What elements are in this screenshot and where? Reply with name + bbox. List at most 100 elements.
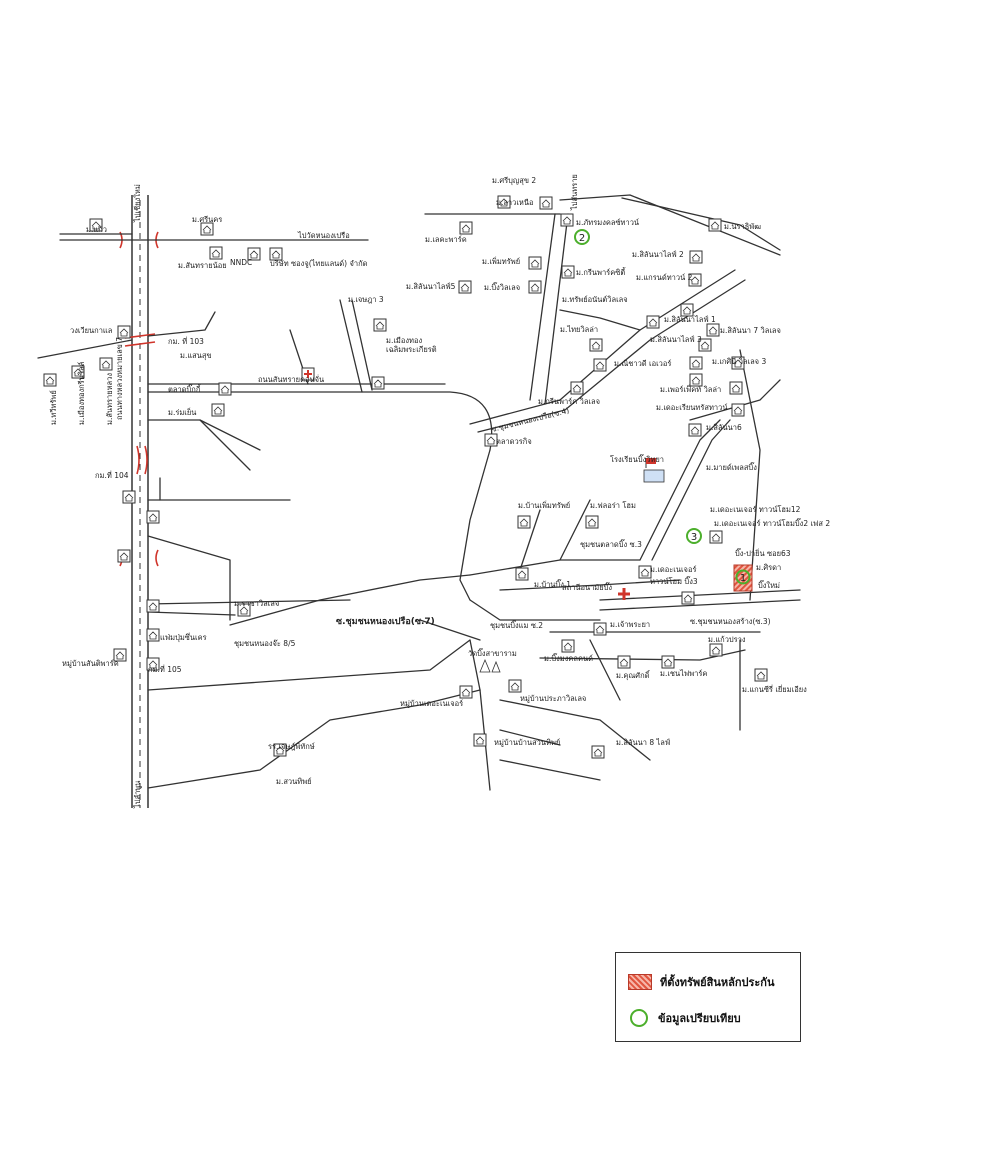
comparable-number-3: 3 bbox=[691, 532, 697, 543]
label-m-nanthavan: ม.ณิชาวดี เอเวอร์ bbox=[614, 359, 671, 368]
house-icon bbox=[560, 213, 574, 227]
label-community3b: ซ.ชุมชนหนองสร้าง(ซ.3) bbox=[690, 617, 771, 626]
label-m-lekhanet: ม.เดอะเนเจอร์ bbox=[650, 565, 696, 574]
label-km103: กม. ที่ 103 bbox=[168, 336, 204, 346]
label-bing-road: บิ๊ง-ปายิ่น ซอย63 bbox=[735, 548, 791, 558]
label-m-khuphiphat: ม.คุณศักดิ์ bbox=[616, 670, 651, 680]
label-m-phumtharot: ม.เพิ่มทรัพย์ bbox=[482, 256, 520, 266]
house-icon bbox=[706, 323, 720, 337]
house-icon bbox=[459, 221, 473, 235]
label-road-nongpruer: ซ.ชุมชนหนองเปรือ(ซ.4) bbox=[490, 406, 570, 434]
house-icon bbox=[709, 643, 723, 657]
house-icon bbox=[689, 356, 703, 370]
house-icon bbox=[459, 685, 473, 699]
circle-icon bbox=[630, 1009, 648, 1027]
legend-comparable-row: ข้อมูลเปรียบเทียบ bbox=[628, 1009, 741, 1027]
red-cross-icon bbox=[301, 367, 315, 381]
house-icon bbox=[146, 510, 160, 524]
label-m-supphiny: ม.ทรัพย์อนันต์วิลเลจ bbox=[562, 295, 628, 304]
label-market-thip: ตลาดวรกิจ bbox=[496, 437, 532, 446]
label-m-thip: ม.สันทรายหลวง bbox=[105, 373, 114, 425]
label-m-greenview: ม.แกนซีรี่ เยี่ยมเอียง bbox=[742, 684, 807, 694]
label-m-lanna8: ม.สิลันนา 8 ไลฟ์ bbox=[616, 738, 670, 747]
house-icon bbox=[709, 530, 723, 544]
house-icon bbox=[589, 338, 603, 352]
legend-subject-label: ที่ตั้งทรัพย์สินหลักประกัน bbox=[660, 976, 775, 989]
label-m-bingvillage: ม.บิ๊งวิลเลจ bbox=[484, 282, 520, 292]
label-m-kaset3: ม.เกศินี วิลเลจ 3 bbox=[712, 357, 766, 366]
label-m-kaewpong: ม.แก้วปราง bbox=[708, 635, 746, 644]
label-m-banthanya: หมู่บ้านประภาวิลเลจ bbox=[520, 694, 586, 703]
house-icon bbox=[585, 515, 599, 529]
house-icon bbox=[373, 318, 387, 332]
house-icon bbox=[539, 196, 553, 210]
label-soi85: ชุมชนหนองจ๊ะ 8/5 bbox=[234, 639, 296, 648]
comparable-markers bbox=[574, 229, 751, 585]
label-m-lanna7: ม.สิลันนา 7 วิลเลจ bbox=[720, 326, 781, 335]
label-m-lanna-life1: ม.สิลันนาไลฟ์ 1 bbox=[664, 315, 716, 324]
house-icon bbox=[458, 280, 472, 294]
label-wat-bing: วัดบิ๊งสาขาราม bbox=[468, 648, 517, 658]
map-legend: ที่ตั้งทรัพย์สินหลักประกัน ข้อมูลเปรียบเ… bbox=[615, 952, 801, 1042]
label-bottom-left: ไปลำพูน bbox=[133, 781, 142, 809]
house-icon bbox=[688, 423, 702, 437]
label-company: บริษัท ซองจู(ไทยแลนด์) จำกัด bbox=[270, 259, 368, 268]
label-m-perfect: ม.เพอร์เฟ็คท์ วิลล่า bbox=[660, 384, 721, 394]
label-market-nonghoi: ตลาดบิ๊กกี้ bbox=[168, 384, 201, 394]
comparable-number-1: 1 bbox=[740, 573, 746, 584]
house-icon bbox=[99, 357, 113, 371]
label-m-house-home: ม.ฟลอร่า โฮม bbox=[590, 501, 636, 510]
label-m-thanyaphan: แฟ่มปุ่มซึ่นเคร bbox=[160, 632, 207, 642]
house-icon bbox=[146, 599, 160, 613]
label-km105: กม.ที่ 105 bbox=[148, 664, 182, 674]
house-icon bbox=[117, 549, 131, 563]
house-icon bbox=[517, 515, 531, 529]
label-community3: ชุมชนตลาดบิ๊ง ซ.3 bbox=[580, 539, 642, 549]
label-m-ban-chongkham: ม.สันทรายน้อย bbox=[178, 261, 227, 270]
label-m-chiangmai-trans: ม.เดอะเรียนทรัสทาวน์ bbox=[656, 403, 728, 412]
label-m-lekhapark: ม.เลคะพาร์ค bbox=[425, 235, 467, 244]
label-m-rapee: ม.ราชาวิลเลจ bbox=[234, 599, 279, 608]
label-m-thanacha1: ม.บ้านเพิ่มทรัพย์ bbox=[518, 500, 570, 510]
label-m-green-city: ม.กรีนพาร์คซิตี้ bbox=[576, 267, 626, 277]
label-m-suanthip: ม.สวนทิพย์ bbox=[276, 777, 312, 786]
label-m-banbing1: ม.บ้านบิ๊ง 1 bbox=[534, 579, 571, 589]
house-icon bbox=[515, 567, 529, 581]
house-icon bbox=[371, 376, 385, 390]
house-icon bbox=[209, 246, 223, 260]
label-m-lanna-life3: ม.สิลันนาไลฟ์ 3 bbox=[650, 335, 702, 344]
label-m-sri-nakhon: ม.ศรีนคร bbox=[192, 215, 222, 224]
label-m-villa-thai: ม.ไทยวิลล่า bbox=[560, 325, 598, 334]
house-icon bbox=[561, 639, 575, 653]
label-road-chokchai: ถนนสันทรายดอนจั่น bbox=[258, 374, 324, 384]
label-m-greenpark: ม.กรีนพาร์ค วิลเลจ bbox=[538, 397, 600, 406]
label-junction: วงเวียนกาแล bbox=[70, 326, 112, 335]
label-m-phrukmongkol: ม.ภัทรมงคลซ์ทาวน์ bbox=[576, 218, 639, 227]
legend-subject-row: ที่ตั้งทรัพย์สินหลักประกัน bbox=[628, 973, 775, 991]
label-m-wangsingkham: ม.แสนสุข bbox=[180, 351, 212, 360]
label-m-bingmai: บิ๊งใหม่ bbox=[758, 580, 780, 590]
house-icon bbox=[561, 265, 575, 279]
road-network bbox=[37, 194, 801, 791]
house-icon bbox=[689, 250, 703, 264]
school-flag-icon bbox=[643, 458, 665, 483]
label-m-lanna-nuea: ม.ลาวเหนือ bbox=[496, 198, 534, 207]
legend-comparable-label: ข้อมูลเปรียบเทียบ bbox=[658, 1012, 741, 1025]
house-icon bbox=[708, 218, 722, 232]
label-school: โรงเรียนบิ๊งวิทยา bbox=[610, 454, 664, 464]
label-m-banwan: หมู่บ้านบ้านสวนทิพย์ bbox=[494, 738, 560, 747]
house-icon bbox=[731, 403, 745, 417]
house-icon bbox=[593, 358, 607, 372]
label-m-bingmongkol: ม.บิ๊งมงคลคนด์ bbox=[544, 653, 593, 663]
label-m-lekhanet12: ม.เดอะเนเจอร์ ทาวน์โฮม12 bbox=[710, 505, 801, 514]
label-km104: กม.ที่ 104 bbox=[95, 470, 129, 480]
label-m-kaew: ม.แก้ว bbox=[86, 225, 107, 234]
house-icon bbox=[122, 490, 136, 504]
house-icon bbox=[591, 745, 605, 759]
house-icon bbox=[593, 622, 607, 636]
label-m-mayfair: ม.มายด์เพลสบิ๊ง bbox=[706, 462, 757, 472]
label-m-lekhanet2: ม.เดอะเนเจอร์ ทาวน์โฮมบิ๊ง2 เฟส 2 bbox=[714, 518, 830, 528]
label-toward-north: ไปสันทราย bbox=[570, 174, 579, 211]
house-icon bbox=[508, 679, 522, 693]
house-icon bbox=[473, 733, 487, 747]
